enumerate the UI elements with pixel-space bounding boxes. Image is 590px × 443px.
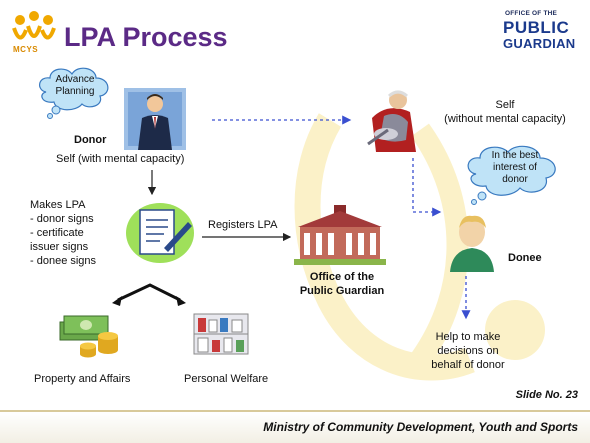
slide-number: Slide No. 23 — [515, 389, 578, 401]
makes-lpa-step-certificate: - certificate — [30, 227, 84, 239]
opg-logo-small-text: OFFICE OF THE — [505, 10, 558, 17]
medicine-shelf-icon — [193, 313, 249, 355]
opg-building-label: Office of the Public Guardian — [286, 270, 398, 298]
personal-welfare-label: Personal Welfare — [184, 373, 269, 385]
opg-building-icon — [294, 205, 386, 265]
mcys-logo-icon — [12, 11, 56, 40]
self-no-capacity-line-2: (without mental capacity) — [444, 113, 566, 125]
footer-band — [0, 410, 590, 443]
split-arrow — [117, 283, 181, 302]
donee-label: Donee — [508, 252, 542, 264]
elderly-person-icon — [367, 90, 416, 152]
page-title: LPA Process — [64, 22, 228, 52]
money-coins-icon — [59, 315, 118, 358]
opg-label-line-1: Office of the — [309, 271, 375, 283]
property-affairs-label: Property and Affairs — [34, 373, 131, 385]
self-no-capacity-label: Self (without mental capacity) — [430, 98, 580, 126]
advance-planning-cloud-icon — [39, 67, 109, 119]
advance-planning-line-1: Advance — [55, 74, 95, 85]
makes-lpa-heading: Makes LPA — [30, 199, 86, 211]
registers-lpa-label: Registers LPA — [208, 219, 278, 231]
donee-person-icon — [450, 215, 494, 272]
best-interest-line-1: In the best — [491, 150, 539, 161]
makes-lpa-steps: Makes LPA - donor signs - certificate is… — [30, 198, 96, 268]
opg-label-line-2: Public Guardian — [299, 285, 385, 297]
help-line-3: behalf of donor — [431, 359, 505, 371]
makes-lpa-step-issuer: issuer signs — [30, 241, 89, 253]
help-decisions-label: Help to make decisions on behalf of dono… — [424, 330, 512, 372]
best-interest-cloud-icon — [467, 145, 556, 205]
donor-subtitle: Self (with mental capacity) — [56, 153, 185, 165]
self-no-capacity-line-1: Self — [495, 99, 515, 111]
makes-lpa-step-donee: - donee signs — [30, 255, 97, 267]
opg-logo-public: PUBLIC — [503, 18, 570, 37]
best-interest-line-2: interest of — [493, 162, 537, 173]
opg-logo-guardian: GUARDIAN — [503, 36, 576, 51]
self-to-donee-arrow — [412, 158, 442, 217]
signing-document-icon — [126, 203, 194, 263]
donor-title: Donor — [74, 134, 107, 146]
makes-lpa-step-donor: - donor signs — [30, 213, 94, 225]
help-line-2: decisions on — [437, 345, 499, 357]
best-interest-text: In the best interest of donor — [478, 150, 552, 186]
mcys-logo-text: MCYS — [13, 45, 39, 54]
footer-ministry-name: Ministry of Community Development, Youth… — [263, 420, 578, 434]
donor-businessman-icon — [124, 88, 186, 150]
advance-planning-text: Advance Planning — [46, 74, 104, 98]
help-line-1: Help to make — [435, 331, 501, 343]
best-interest-line-3: donor — [502, 174, 528, 185]
advance-planning-line-2: Planning — [55, 86, 95, 97]
